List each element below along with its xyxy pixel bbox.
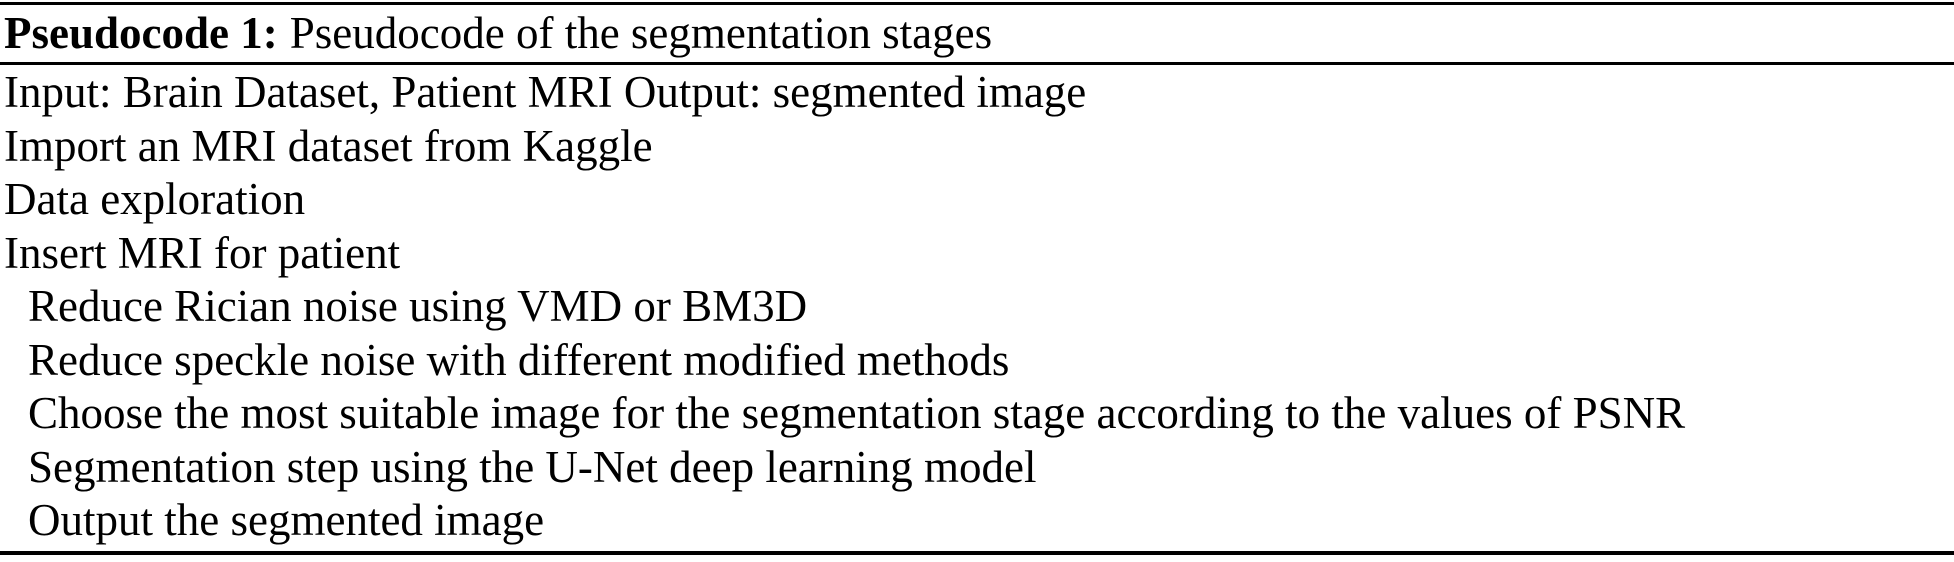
- pseudocode-header: Pseudocode 1:Pseudocode of the segmentat…: [4, 5, 1950, 62]
- pseudocode-line: Reduce Rician noise using VMD or BM3D: [28, 281, 808, 331]
- header-divider-rule: [0, 62, 1954, 65]
- pseudocode-body: Input: Brain Dataset, Patient MRI Output…: [4, 66, 1950, 548]
- pseudocode-line: Insert MRI for patient: [4, 227, 401, 278]
- pseudocode-line: Output the segmented image: [28, 495, 545, 545]
- pseudocode-line: Import an MRI dataset from Kaggle: [4, 120, 653, 171]
- top-rule: [0, 2, 1954, 5]
- pseudocode-line: Segmentation step using the U-Net deep l…: [28, 441, 1037, 492]
- pseudocode-line: Reduce speckle noise with different modi…: [28, 334, 1010, 385]
- pseudocode-label: Pseudocode 1:: [4, 8, 278, 58]
- bottom-rule: [0, 551, 1954, 555]
- pseudocode-line: Data exploration: [4, 174, 306, 224]
- pseudocode-line: Input: Brain Dataset, Patient MRI Output…: [4, 67, 1087, 117]
- pseudocode-line: Choose the most suitable image for the s…: [28, 388, 1686, 438]
- pseudocode-title: Pseudocode of the segmentation stages: [289, 8, 993, 58]
